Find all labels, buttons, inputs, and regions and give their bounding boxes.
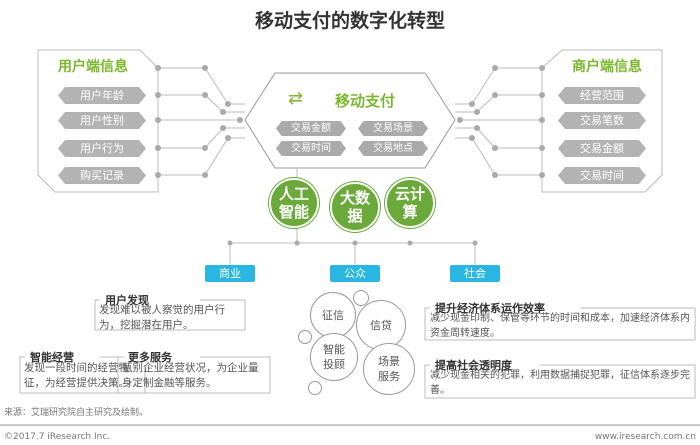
- left-item: 用户性别: [58, 112, 146, 129]
- deco-bubble: [298, 330, 312, 344]
- copyright: ©2017.7 iResearch Inc.: [4, 432, 111, 442]
- left-panel-title: 用户端信息: [58, 59, 128, 75]
- right-item: 交易金额: [558, 140, 646, 157]
- center-item: 交易金额: [276, 121, 346, 136]
- right-item: 经营范围: [558, 87, 646, 104]
- tag-business: 商业: [205, 265, 255, 282]
- deco-bubble: [308, 381, 322, 395]
- bubble-credit: 征信: [310, 292, 356, 338]
- center-title: 移动支付: [335, 92, 396, 110]
- society-text: 减少现金相关的犯罪，利用数据捕捉犯罪，征信体系逐步完善。: [430, 370, 690, 396]
- left-item: 用户行为: [58, 140, 146, 157]
- society-text: 减少现金印制、保管等环节的时间和成本，加速经济体系内资金周转速度。: [430, 313, 690, 339]
- bubble-robo-advisor: 智能投顾: [310, 333, 358, 381]
- tech-bigdata: 大数据: [330, 182, 380, 232]
- bubble-scene-service: 场景服务: [363, 343, 415, 395]
- tech-cloud: 云计算: [385, 178, 435, 228]
- tech-ai: 人工智能: [269, 178, 319, 228]
- center-item: 交易时间: [276, 141, 346, 156]
- center-item: 交易场景: [358, 121, 428, 136]
- society-title: 提升经济体系运作效率: [431, 300, 549, 316]
- tag-public: 公众: [330, 265, 380, 282]
- business-title: 智能经营: [26, 349, 78, 365]
- left-item: 购买记录: [58, 167, 146, 184]
- center-item: 交易地点: [358, 141, 428, 156]
- website-link[interactable]: www.iresearch.com.cn: [594, 432, 696, 442]
- source-note: 来源：艾瑞研究院自主研究及绘制。: [4, 408, 149, 418]
- tag-society: 社会: [450, 265, 500, 282]
- right-panel-title: 商户端信息: [572, 59, 642, 75]
- right-item: 交易笔数: [558, 112, 646, 129]
- business-text: 发现一段时间的经营特征，为经营提供决策。: [24, 362, 129, 389]
- business-title: 用户发现: [101, 292, 153, 308]
- business-text: 甄别企业经营状况，为企业量身定制金融等服务。: [122, 362, 259, 389]
- left-item: 用户年龄: [58, 87, 146, 104]
- business-text: 发现难以被人察觉的用户行为，挖掘潜在用户。: [99, 304, 225, 331]
- right-item: 交易时间: [558, 167, 646, 184]
- people-exchange-icon: ⇄: [288, 88, 304, 109]
- society-title: 提高社会透明度: [431, 357, 516, 373]
- page-title: 移动支付的数字化转型: [254, 10, 445, 32]
- business-title: 更多服务: [124, 349, 176, 365]
- bubble-loan: 信贷: [356, 300, 406, 350]
- deco-bubble: [353, 290, 369, 306]
